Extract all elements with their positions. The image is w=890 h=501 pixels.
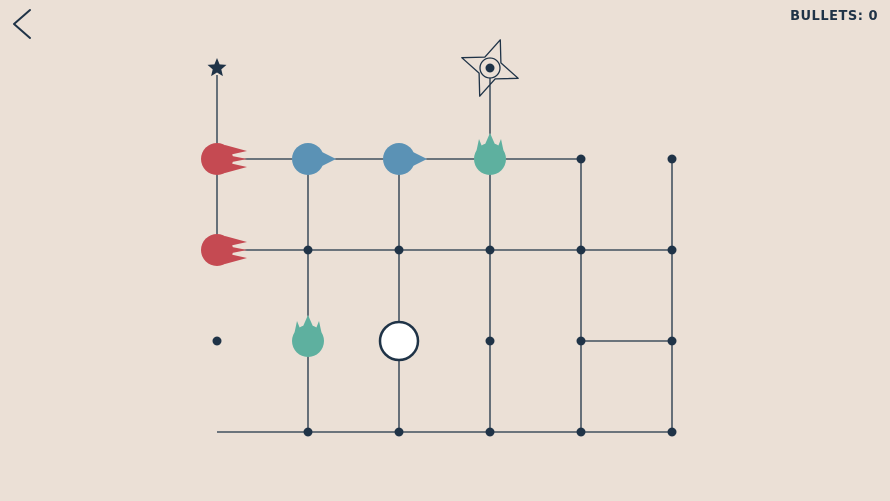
player-piece[interactable] — [378, 320, 420, 362]
enemy-body — [201, 143, 233, 175]
board-node[interactable] — [485, 245, 495, 255]
red-enemy[interactable] — [201, 234, 247, 266]
enemy-spike — [225, 145, 247, 155]
board-node[interactable] — [576, 336, 586, 346]
enemy-crown — [476, 133, 504, 153]
enemy-body — [292, 143, 324, 175]
board-node[interactable] — [667, 154, 677, 164]
bullets-label: BULLETS: — [790, 9, 864, 24]
bullets-count: 0 — [868, 9, 878, 24]
board-nodes — [212, 154, 677, 437]
enemy-spike — [227, 155, 247, 163]
star-icon — [207, 58, 227, 77]
shuriken-outline — [461, 39, 519, 97]
board-node[interactable] — [485, 427, 495, 437]
board-enemies — [201, 133, 506, 357]
enemy-body — [383, 143, 415, 175]
board-node[interactable] — [303, 245, 313, 255]
board-player[interactable] — [378, 320, 420, 362]
shuriken-icon — [461, 39, 519, 97]
enemy-spike — [225, 254, 247, 264]
enemy-arrow — [318, 150, 336, 168]
enemy-spike — [227, 246, 247, 254]
board-node[interactable] — [667, 427, 677, 437]
blue-enemy[interactable] — [383, 143, 427, 175]
back-button[interactable] — [8, 6, 40, 42]
board-node[interactable] — [576, 154, 586, 164]
enemy-spike — [225, 163, 247, 173]
board-node[interactable] — [212, 336, 222, 346]
bullets-counter: BULLETS: 0 — [790, 9, 878, 24]
red-enemy[interactable] — [201, 143, 247, 175]
enemy-crown — [294, 315, 322, 335]
blue-enemy[interactable] — [292, 143, 336, 175]
enemy-arrow — [409, 150, 427, 168]
board-specials — [207, 39, 519, 97]
green-enemy[interactable] — [292, 315, 324, 357]
board-node[interactable] — [394, 245, 404, 255]
board-node[interactable] — [576, 427, 586, 437]
board-node[interactable] — [485, 336, 495, 346]
chevron-left-icon — [13, 9, 31, 39]
shuriken-center — [485, 63, 495, 73]
board-node[interactable] — [303, 427, 313, 437]
enemy-body — [201, 234, 233, 266]
board-node[interactable] — [667, 336, 677, 346]
board-edges — [216, 75, 673, 433]
board-node[interactable] — [576, 245, 586, 255]
board-node[interactable] — [667, 245, 677, 255]
green-enemy[interactable] — [474, 133, 506, 175]
enemy-spike — [225, 236, 247, 246]
board-node[interactable] — [394, 427, 404, 437]
